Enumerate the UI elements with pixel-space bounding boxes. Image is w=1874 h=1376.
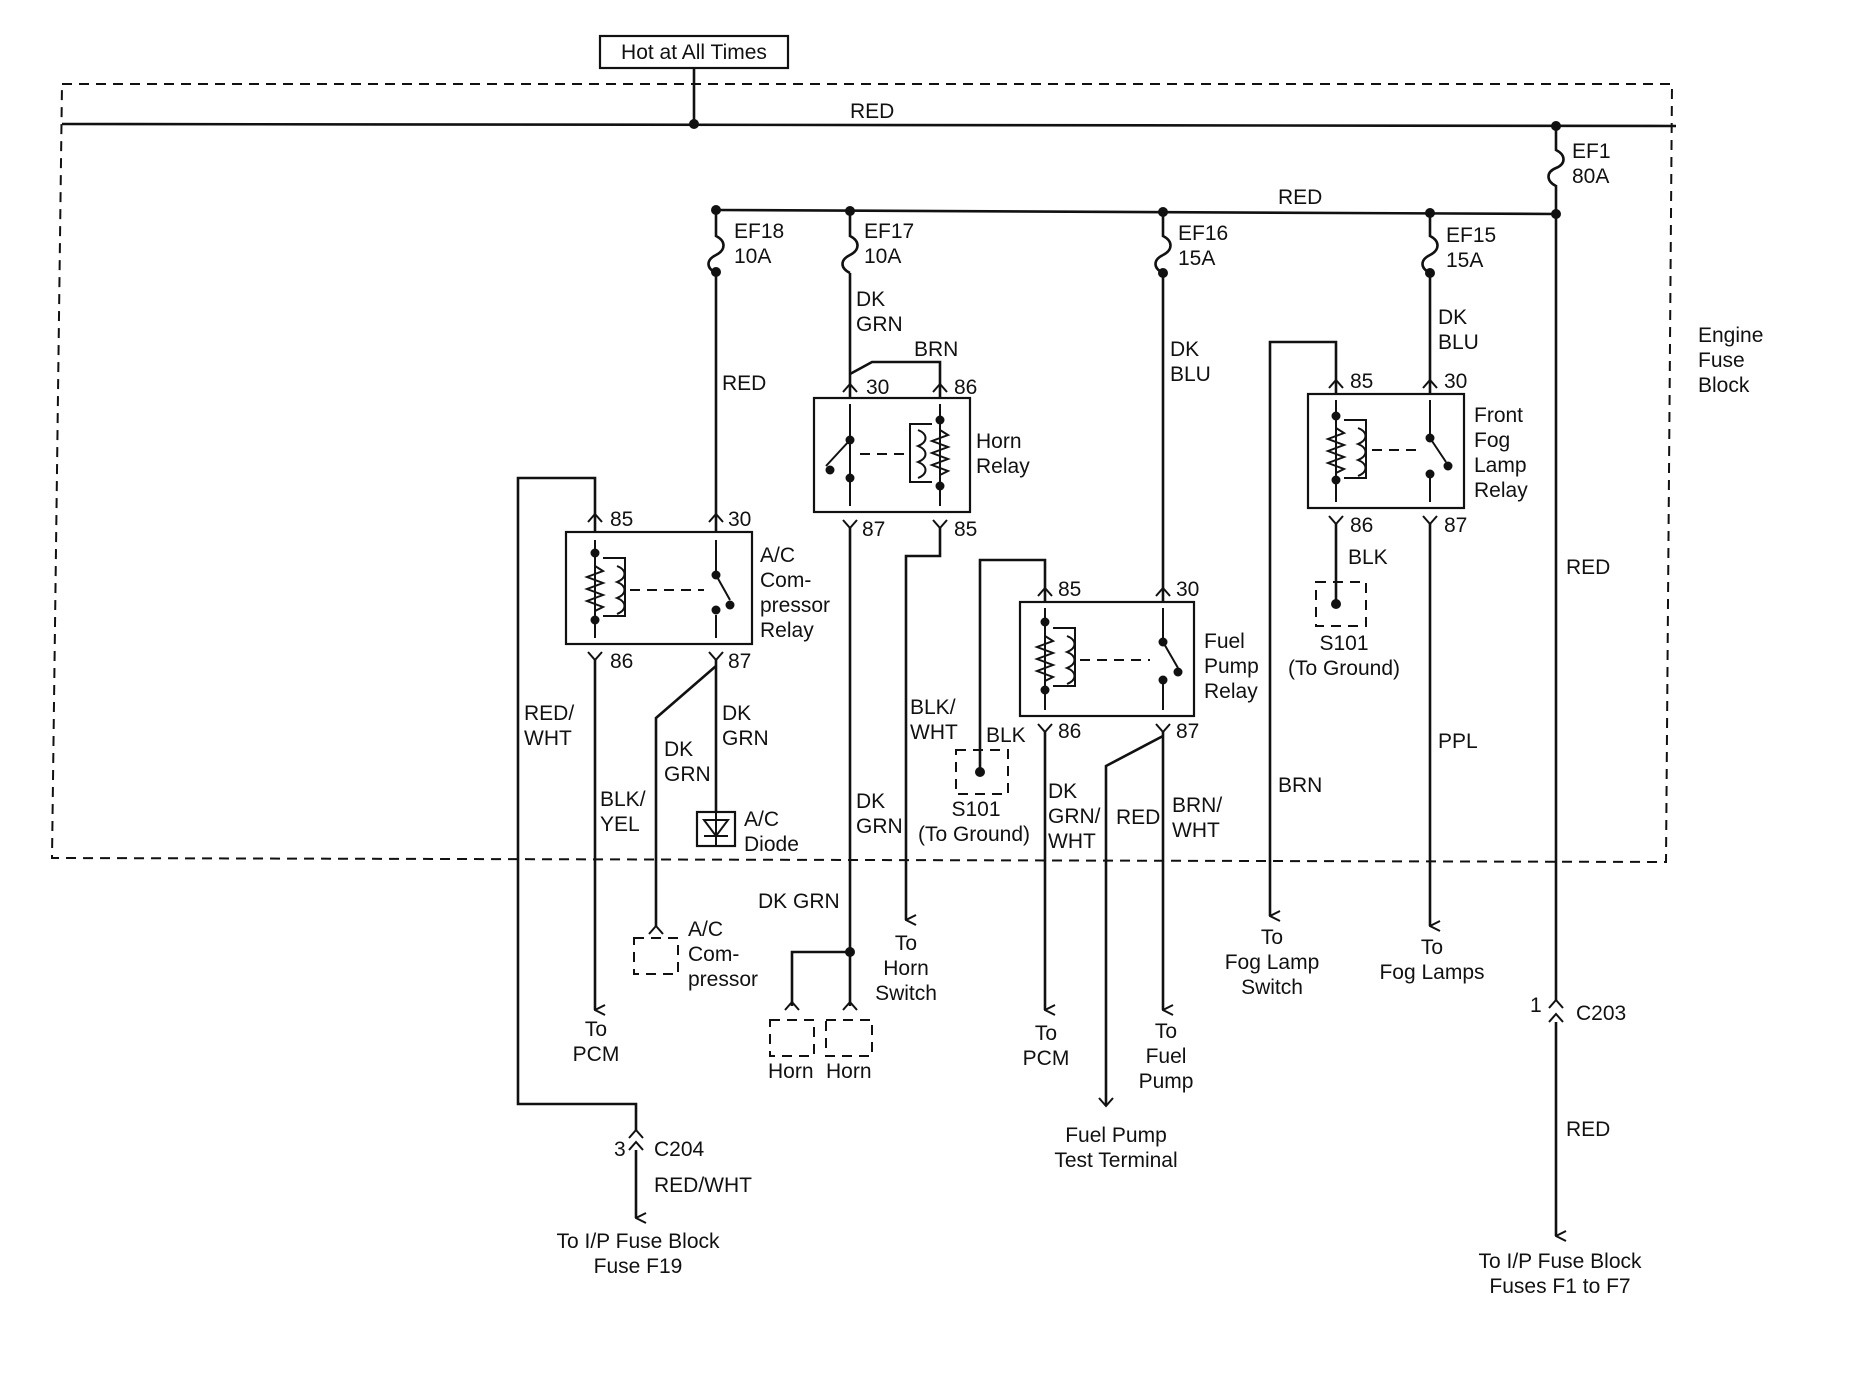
- ac-relay-86-color: BLK/YEL: [600, 788, 646, 836]
- ac-relay-85-wire: [516, 476, 638, 1130]
- horn-feed-color: DK GRN: [758, 890, 840, 913]
- svg-text:C204: C204: [654, 1138, 705, 1161]
- fuel-relay-85-wire: [978, 558, 1047, 776]
- fuel-relay-87-color: BRN/WHT: [1172, 794, 1222, 842]
- engine-fuse-block-boundary: [50, 83, 1674, 864]
- connector-c204: 3 C204: [614, 1128, 705, 1161]
- ac-relay-85-color: RED/WHT: [524, 702, 574, 750]
- svg-text:30: 30: [1444, 370, 1467, 393]
- ef18-output-color: RED: [722, 372, 766, 395]
- svg-text:C203: C203: [1576, 1002, 1626, 1025]
- svg-text:87: 87: [728, 650, 751, 673]
- c203-output-color: RED: [1566, 1118, 1610, 1141]
- svg-text:87: 87: [862, 518, 885, 541]
- svg-text:86: 86: [1058, 720, 1081, 743]
- horn-relay-85-color: BLK/WHT: [910, 696, 958, 744]
- horn-relay-85-wire: [904, 528, 942, 920]
- svg-text:3: 3: [614, 1138, 626, 1161]
- svg-text:30: 30: [728, 508, 751, 531]
- ef15-fuse: [1421, 213, 1439, 275]
- horn-2: Horn: [825, 1000, 873, 1083]
- svg-text:87: 87: [1176, 720, 1199, 743]
- fuse-bus-color: RED: [1278, 186, 1322, 209]
- svg-text:30: 30: [1176, 578, 1199, 601]
- c204-output-color: RED/WHT: [654, 1174, 752, 1197]
- main-bus-color: RED: [850, 100, 894, 123]
- fuel-test-color: RED: [1116, 806, 1160, 829]
- ac-compressor-wire: [654, 665, 717, 926]
- s101-horn-wire-color: BLK: [986, 724, 1026, 747]
- svg-text:87: 87: [1444, 514, 1467, 537]
- ef17-fuse: [841, 211, 859, 275]
- svg-text:86: 86: [954, 376, 977, 399]
- svg-text:86: 86: [610, 650, 633, 673]
- svg-text:S101(To Ground): S101(To Ground): [1288, 632, 1400, 680]
- svg-text:85: 85: [954, 518, 977, 541]
- horn-1: Horn: [768, 1000, 815, 1083]
- ef1-output-color: RED: [1566, 556, 1610, 579]
- s101-ground-right: S101(To Ground): [1288, 581, 1400, 680]
- power-source-label: Hot at All Times: [598, 34, 790, 70]
- ef1-fuse: [1547, 126, 1565, 214]
- svg-text:Horn: Horn: [768, 1060, 814, 1083]
- fog-switch-color: BRN: [1278, 774, 1322, 797]
- svg-text:85: 85: [1350, 370, 1373, 393]
- fuel-test-wire: [1104, 734, 1164, 1106]
- svg-text:S101(To Ground): S101(To Ground): [918, 798, 1030, 846]
- ef18-fuse: [707, 210, 725, 276]
- svg-text:Horn: Horn: [826, 1060, 872, 1083]
- fog-relay-86-color: BLK: [1348, 546, 1388, 569]
- svg-text:Hot at All Times: Hot at All Times: [621, 41, 767, 64]
- fog-relay-87-color: PPL: [1438, 730, 1478, 753]
- svg-text:85: 85: [610, 508, 633, 531]
- fog-switch-wire: [1268, 340, 1338, 916]
- main-bus-wire: [61, 122, 1677, 128]
- horn-relay-86-color: BRN: [914, 338, 958, 361]
- s101-ground-left: S101(To Ground): [918, 749, 1030, 846]
- connector-c203: 1 C203: [1530, 994, 1626, 1025]
- svg-text:30: 30: [866, 376, 889, 399]
- ef16-fuse: [1154, 212, 1172, 275]
- svg-text:85: 85: [1058, 578, 1081, 601]
- horn-relay-86-wire: [849, 360, 942, 384]
- svg-text:86: 86: [1350, 514, 1373, 537]
- fuse-bus-wire: [715, 208, 1557, 216]
- svg-text:1: 1: [1530, 994, 1542, 1017]
